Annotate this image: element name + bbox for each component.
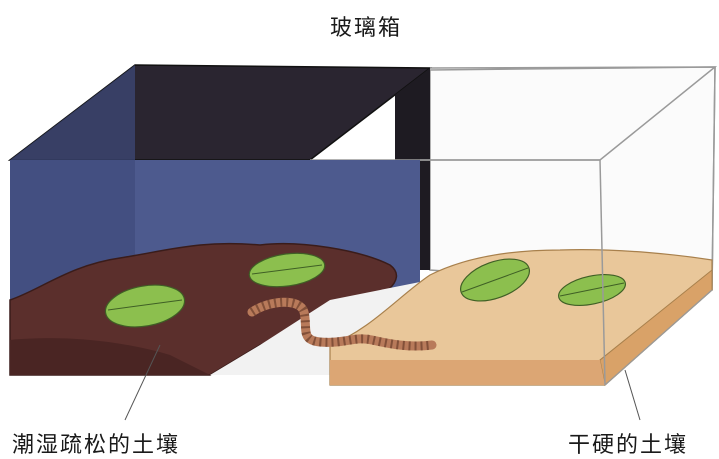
diagram-title: 玻璃箱: [330, 16, 403, 41]
moist-soil-label: 潮湿疏松的土壤: [12, 433, 181, 458]
leaf-middle: [248, 252, 326, 288]
leaf-left: [104, 284, 186, 328]
leader-line-left: [124, 344, 161, 421]
leader-line-right: [624, 369, 641, 421]
dry-soil-label: 干硬的土壤: [568, 433, 689, 458]
leaf-dry-2: [558, 273, 626, 307]
leaf-dry-1: [460, 258, 530, 302]
box-floor: [210, 280, 430, 375]
